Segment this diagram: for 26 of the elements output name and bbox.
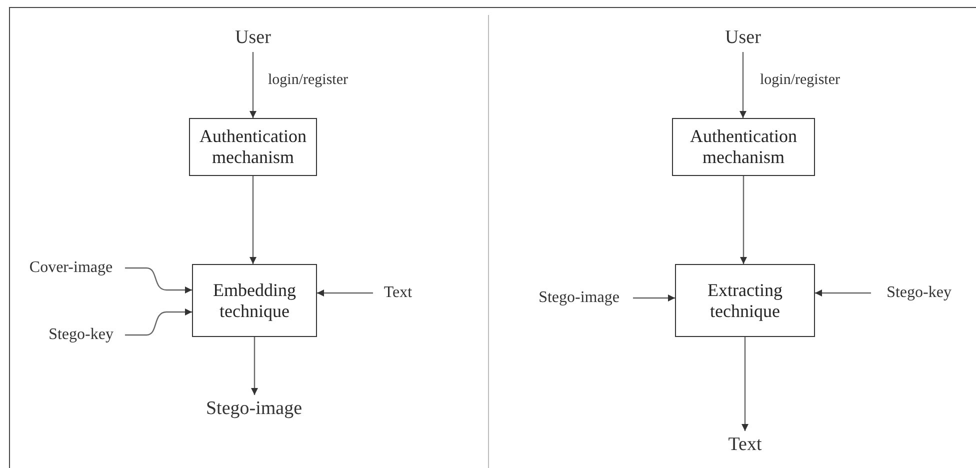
node-label: Text (376, 281, 420, 305)
arrow (742, 337, 748, 431)
arrow (125, 267, 192, 294)
arrow (250, 52, 256, 118)
node-label: Stego-key (874, 281, 964, 305)
node-label: Cover-image (20, 256, 122, 280)
arrow (125, 308, 192, 336)
edge-label: login/register (268, 72, 348, 89)
node-label: Stego-image (192, 395, 316, 423)
node-label: User (213, 24, 293, 52)
arrow (250, 176, 256, 264)
arrow (740, 176, 747, 264)
node-label: Stego-image (528, 286, 630, 310)
arrow (633, 294, 675, 302)
process-box: Authentication mechanism (672, 118, 815, 176)
node-label: Text (715, 431, 775, 459)
arrow (317, 290, 373, 296)
arrow (251, 337, 258, 395)
edge-label: login/register (760, 72, 840, 89)
process-box: Authentication mechanism (189, 118, 317, 176)
node-label: Stego-key (40, 323, 122, 347)
arrow (815, 290, 871, 296)
node-label: User (703, 24, 783, 52)
arrow (740, 52, 746, 118)
process-box: Embedding technique (192, 264, 317, 337)
process-box: Extracting technique (675, 264, 815, 337)
